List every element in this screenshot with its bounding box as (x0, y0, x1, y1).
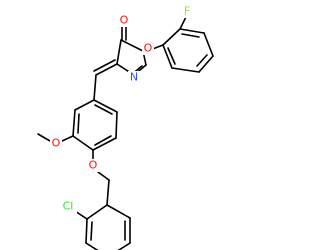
atom-o-carbonyl: O (118, 14, 130, 27)
bond (179, 28, 205, 34)
bond (90, 221, 93, 241)
bond (93, 59, 116, 72)
bond (37, 133, 51, 142)
atom-label-o-ether: O (89, 159, 98, 172)
bond (94, 104, 113, 115)
bond (120, 39, 144, 52)
atom-label-fluorine: F (184, 5, 190, 18)
bond (162, 44, 173, 69)
bond (203, 32, 214, 57)
bond (106, 179, 110, 206)
atom-chlorine: Cl (61, 200, 77, 213)
bond (167, 47, 176, 65)
bond (115, 111, 118, 139)
bond (94, 135, 112, 146)
bond (106, 204, 131, 219)
bond (72, 109, 76, 137)
bond (93, 74, 97, 101)
bond (198, 55, 214, 73)
bond (196, 54, 208, 67)
bond (77, 113, 80, 134)
bond (92, 137, 117, 151)
atom-o-ether: O (87, 159, 99, 172)
bond (116, 39, 122, 65)
bond (72, 135, 94, 151)
molecule-structure: O O N F O O Cl (37, 5, 214, 250)
bond (162, 28, 181, 46)
bond (95, 63, 118, 76)
bond (117, 242, 131, 250)
atom-label-o-methoxy: O (52, 137, 61, 150)
atom-n-ring: N (128, 71, 140, 84)
bond (93, 99, 118, 113)
atom-o-methoxy: O (50, 137, 62, 150)
bond (171, 67, 200, 73)
bond (181, 33, 200, 38)
atom-labels: O O N F O O Cl (50, 5, 193, 213)
atom-o-ring: O (142, 42, 154, 55)
atom-fluorine: F (181, 5, 193, 18)
bond (74, 99, 95, 111)
bond (85, 218, 88, 244)
bond-lines (37, 16, 214, 250)
bond (61, 135, 74, 142)
bond (179, 16, 187, 30)
atom-label-o-carbonyl: O (120, 14, 129, 27)
bond (85, 242, 99, 250)
atom-label-chlorine: Cl (63, 200, 74, 213)
bond (86, 204, 108, 220)
bond (97, 171, 110, 181)
atom-label-n-ring: N (130, 71, 138, 84)
atom-label-o-ring: O (144, 42, 153, 55)
